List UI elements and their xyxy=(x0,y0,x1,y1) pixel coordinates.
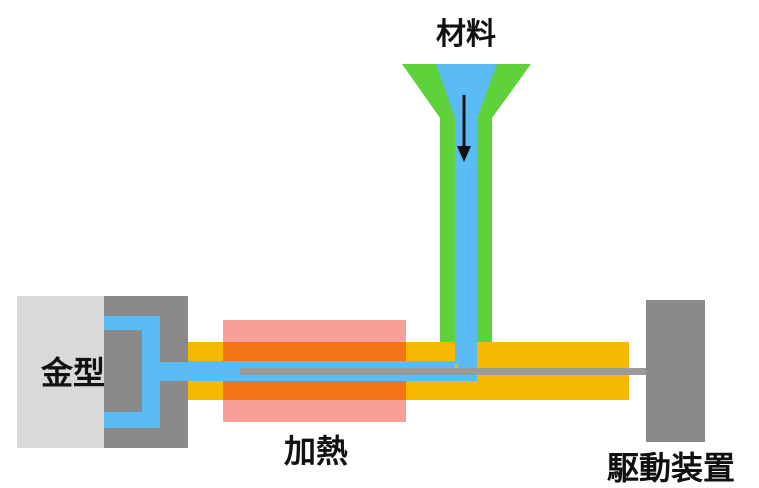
mold-light-block xyxy=(17,296,107,448)
material-flow-path xyxy=(104,316,458,381)
down-arrow-icon xyxy=(457,95,471,162)
drive-unit xyxy=(646,300,705,442)
mold-label: 金型 xyxy=(40,354,105,392)
hopper-material xyxy=(436,64,497,381)
drive-unit-label: 駆動装置 xyxy=(607,449,735,487)
material-label: 材料 xyxy=(436,17,496,52)
heating-label: 加熱 xyxy=(284,432,348,470)
screw-rod xyxy=(240,368,648,375)
mold-cavity-bottom xyxy=(104,412,142,428)
mold-cavity-vertical xyxy=(142,316,160,428)
